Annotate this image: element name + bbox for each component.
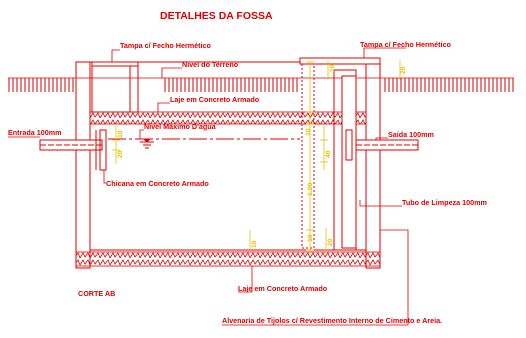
inlet-pipe: [39, 139, 103, 151]
label-baffle: Chicana em Concreto Armado: [106, 179, 209, 188]
dim-1-20: 1.20: [307, 183, 314, 196]
dim-10-left: 10: [117, 130, 124, 138]
label-section: CORTE AB: [78, 289, 115, 298]
top-slab: [89, 111, 367, 125]
dim-20-right: 20: [400, 66, 407, 74]
label-top-slab: Laje em Concreto Armado: [170, 95, 260, 104]
leader-lines: [8, 47, 409, 326]
dim-10-floor: 10: [251, 240, 258, 248]
label-bottom-slab: Laje em Concreto Armado: [238, 284, 328, 293]
bottom-slab: [75, 251, 381, 267]
ground-surface: [8, 77, 514, 92]
left-lid: [91, 61, 139, 67]
cleaning-pipe: [341, 75, 357, 249]
label-ground-level: Nível do Terreno: [182, 60, 239, 69]
baffle: [95, 129, 107, 171]
label-lid-right: Tampa c/ Fecho Hermético: [360, 40, 452, 49]
label-outlet: Saída 100mm: [388, 130, 434, 139]
label-masonry: Alvenaria de Tijolos c/ Revestimento Int…: [222, 316, 442, 325]
label-cleaning-pipe: Tubo de Limpeza 100mm: [402, 198, 487, 207]
label-inlet: Entrada 100mm: [8, 128, 62, 137]
dim-10-bottom: 10: [307, 234, 314, 242]
right-lid: [299, 57, 381, 65]
dim-10-top: 10: [329, 64, 336, 72]
water-level-line: [108, 138, 300, 149]
left-access-shaft: [91, 63, 139, 113]
dim-20-bottom: 20: [327, 238, 334, 246]
label-lid-left: Tampa c/ Fecho Hermético: [120, 41, 212, 50]
dim-10-mid: 10: [305, 128, 312, 136]
dimension-lines: [112, 60, 401, 252]
label-water-level: Nível Máximo D'agua: [144, 122, 217, 131]
dim-20-left: 20: [117, 150, 124, 158]
drawing-title: DETALHES DA FOSSA: [160, 10, 273, 22]
dim-40-mid: 40: [325, 150, 332, 158]
outlet-pipe: [345, 129, 419, 161]
